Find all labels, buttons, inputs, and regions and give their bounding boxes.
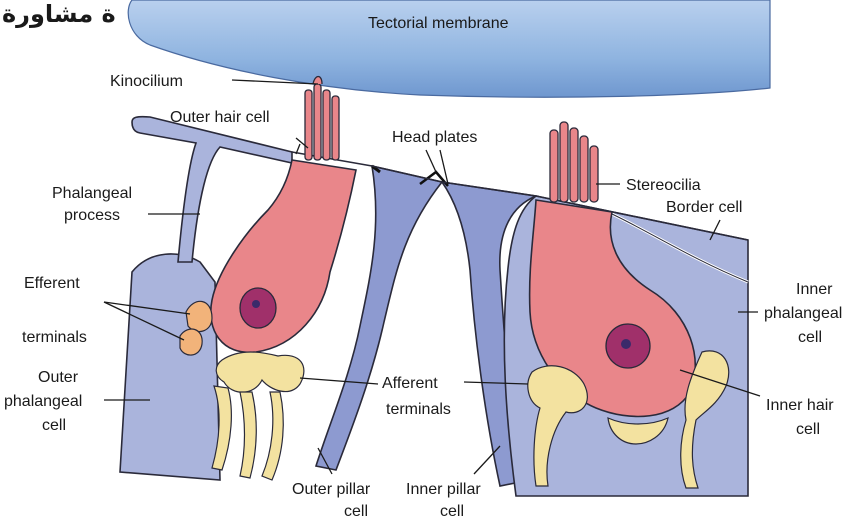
- label-border-cell: Border cell: [666, 199, 742, 216]
- outer-hair-cell-stereocilia: [305, 84, 339, 160]
- label-inner-hair-cell-line1: Inner hair: [766, 397, 834, 414]
- label-phalangeal-process-line2: process: [64, 207, 120, 224]
- label-inner-hair-cell-line2: cell: [796, 421, 820, 438]
- label-outer-phalangeal-cell-line2: phalangeal: [4, 393, 82, 410]
- label-phalangeal-process-line1: Phalangeal: [52, 185, 132, 202]
- outer-hair-cell-nucleolus: [252, 300, 260, 308]
- label-outer-phalangeal-cell-line1: Outer: [38, 369, 79, 386]
- label-afferent-terminals-line2: terminals: [386, 401, 451, 418]
- inner-hair-cell-nucleolus: [621, 339, 631, 349]
- outer-phalangeal-cell: [120, 254, 220, 480]
- label-tectorial-membrane: Tectorial membrane: [368, 15, 509, 32]
- label-stereocilia: Stereocilia: [626, 177, 701, 194]
- label-inner-phalangeal-cell-line3: cell: [798, 329, 822, 346]
- label-inner-phalangeal-cell-line2: phalangeal: [764, 305, 842, 322]
- label-outer-pillar-cell-line1: Outer pillar: [292, 481, 371, 498]
- label-afferent-terminals-line1: Afferent: [382, 375, 438, 392]
- outer-afferent-terminals: [212, 352, 304, 480]
- outer-hair-cell-nucleus: [240, 288, 276, 328]
- label-inner-pillar-cell-line1: Inner pillar: [406, 481, 481, 498]
- label-head-plates: Head plates: [392, 129, 477, 146]
- outer-hair-cell: [211, 160, 356, 352]
- label-outer-phalangeal-cell-line3: cell: [42, 417, 66, 434]
- label-efferent-terminals-line1: Efferent: [24, 275, 80, 292]
- label-outer-pillar-cell-line2: cell: [344, 503, 368, 520]
- label-kinocilium: Kinocilium: [110, 73, 183, 90]
- inner-hair-cell-stereocilia: [550, 122, 598, 202]
- label-inner-pillar-cell-line2: cell: [440, 503, 464, 520]
- label-efferent-terminals-line2: terminals: [22, 329, 87, 346]
- label-outer-hair-cell: Outer hair cell: [170, 109, 270, 126]
- watermark-text: ة مشاورة: [2, 0, 116, 28]
- label-inner-phalangeal-cell-line1: Inner: [796, 281, 833, 298]
